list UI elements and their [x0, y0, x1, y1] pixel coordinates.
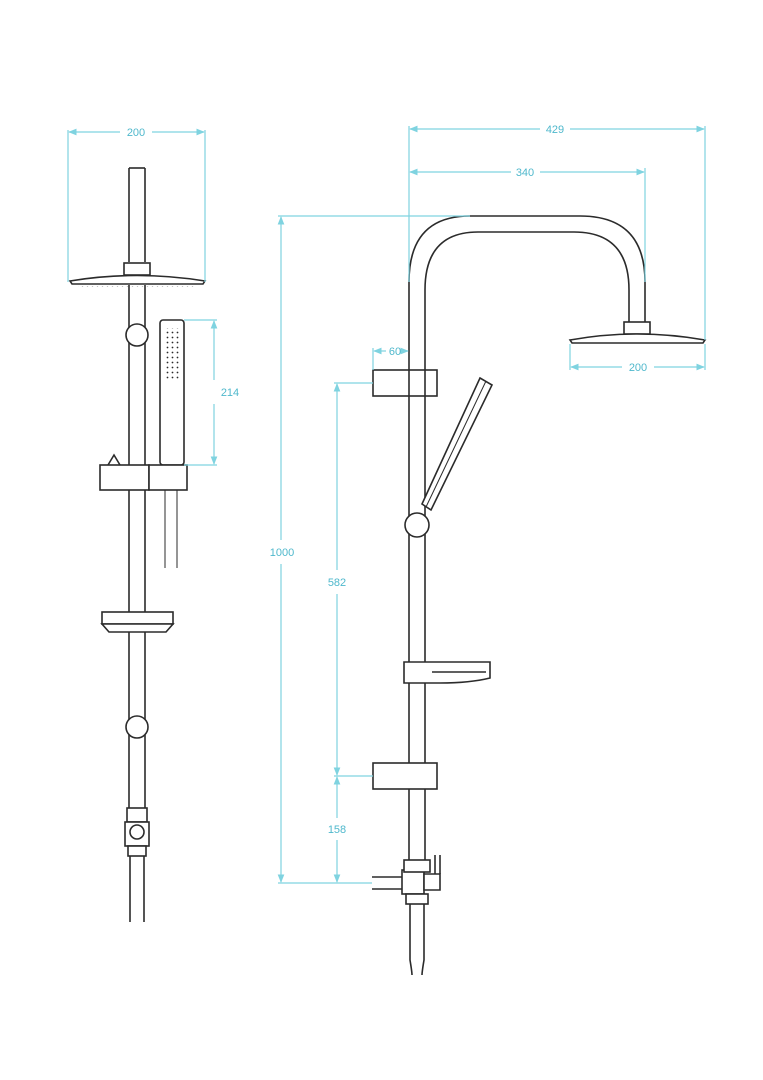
front-head-width-label: 200 [629, 362, 647, 374]
front-lower-bracket-height-label: 158 [328, 824, 346, 836]
front-arm-reach-dimension: 340 [409, 167, 646, 282]
front-lower-bracket [372, 762, 438, 790]
front-riser-and-arm [408, 215, 646, 860]
front-bracket-offset-label: 60 [389, 346, 401, 358]
front-bracket-spacing-label: 582 [328, 577, 346, 589]
side-handset-length-label: 214 [221, 387, 239, 399]
front-shower-head [568, 321, 707, 346]
side-shower-head [68, 262, 207, 287]
front-hand-shower [420, 376, 494, 512]
side-soap-dish [100, 611, 175, 633]
front-bracket-offset-dimension: 60 [372, 346, 409, 370]
front-view: 429 340 200 60 1000 [270, 124, 707, 976]
front-soap-dish [403, 661, 491, 684]
side-upper-ball-joint [125, 323, 149, 347]
side-lower-ball-joint [125, 715, 149, 739]
front-overall-height-label: 1000 [270, 547, 294, 559]
side-view: 200 214 [67, 127, 239, 922]
front-ball-joint [404, 512, 430, 538]
front-bracket-spacing-dimension: 582 [328, 382, 373, 777]
side-slider-bracket [99, 453, 188, 491]
side-head-width-label: 200 [127, 127, 145, 139]
front-head-width-dimension: 200 [569, 344, 706, 374]
front-overall-width-label: 429 [546, 124, 564, 136]
side-hand-shower [159, 319, 185, 568]
side-diverter [124, 807, 150, 922]
side-head-width-dimension: 200 [67, 127, 206, 282]
side-handset-length-dimension: 214 [184, 319, 239, 466]
front-arm-reach-label: 340 [516, 167, 534, 179]
front-diverter [372, 855, 441, 976]
front-lower-bracket-height-dimension: 158 [328, 776, 346, 883]
front-upper-bracket [372, 369, 438, 397]
front-overall-width-dimension: 429 [408, 124, 706, 340]
front-overall-height-dimension: 1000 [270, 215, 470, 884]
